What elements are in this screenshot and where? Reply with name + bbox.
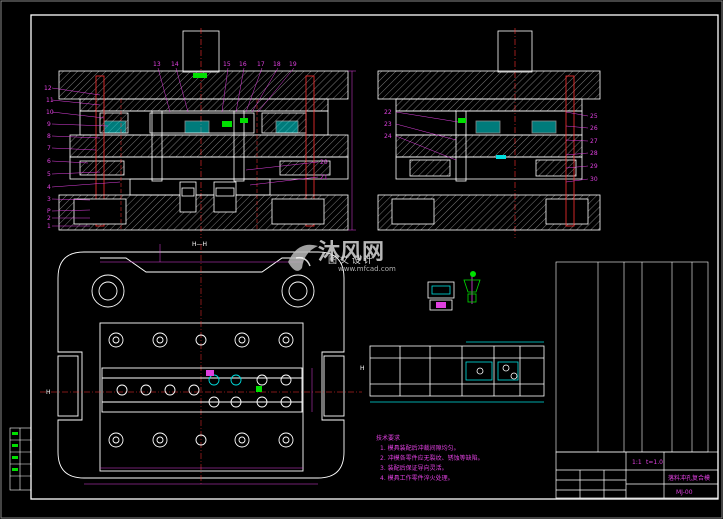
part-label-10: 10 xyxy=(46,109,54,116)
title-block-material: t=1.0 xyxy=(646,459,663,466)
title-block-drawing-name: 落料冲孔复合模 xyxy=(668,474,710,482)
part-label-15: 15 xyxy=(223,61,231,68)
part-label-25: 25 xyxy=(590,113,598,120)
technical-notes: 技术要求 1. 模具装配后冲裁间隙均匀。 2. 冲模各零件应无裂纹、锈蚀等缺陷。… xyxy=(376,434,484,482)
part-label-7: 7 xyxy=(47,145,51,152)
side-view-labels: 22 23 24 25 26 27 28 29 30 xyxy=(384,109,598,183)
part-label-17: 17 xyxy=(257,61,265,68)
part-label-21: 21 xyxy=(320,174,328,181)
part-label-30: 30 xyxy=(590,176,598,183)
drawing-frame xyxy=(30,14,719,500)
notes-item-2: 2. 冲模各零件应无裂纹、锈蚀等缺陷。 xyxy=(380,454,484,462)
part-label-1: 1 xyxy=(47,223,51,230)
part-label-28: 28 xyxy=(590,150,598,157)
title-block-scale: 1:1 xyxy=(632,459,642,466)
side-section-view xyxy=(377,28,601,238)
part-label-6: 6 xyxy=(47,158,51,165)
watermark: 沐风网 图 文 设 计 www.mfcad.com xyxy=(288,240,396,273)
part-label-12: 12 xyxy=(44,85,52,92)
title-block xyxy=(555,451,719,499)
notes-item-3: 3. 装配后保证导向灵活。 xyxy=(380,464,448,472)
part-label-20: 20 xyxy=(320,159,328,166)
part-label-13: 13 xyxy=(153,61,161,68)
part-label-29: 29 xyxy=(590,163,598,170)
part-label-14: 14 xyxy=(171,61,179,68)
part-detail-view xyxy=(427,271,481,311)
part-label-p: P xyxy=(47,208,51,215)
front-view-left-labels: 12 11 10 9 8 7 6 5 4 3 P 2 1 xyxy=(44,85,54,230)
part-label-8: 8 xyxy=(47,133,51,140)
parts-list-table xyxy=(555,261,709,453)
title-block-code: MJ-00 xyxy=(676,489,693,496)
notes-title: 技术要求 xyxy=(376,434,400,442)
part-label-3: 3 xyxy=(47,196,51,203)
part-label-24: 24 xyxy=(384,133,392,140)
part-label-22: 22 xyxy=(384,109,392,116)
strip-layout xyxy=(369,341,545,403)
part-label-19: 19 xyxy=(289,61,297,68)
part-label-23: 23 xyxy=(384,121,392,128)
front-section-view xyxy=(51,28,356,238)
mfcad-logo-icon xyxy=(288,244,318,271)
plan-axis-label-right: H xyxy=(360,365,365,372)
notes-item-4: 4. 模具工作零件淬火处理。 xyxy=(380,474,454,482)
part-label-27: 27 xyxy=(590,138,598,145)
notes-item-1: 1. 模具装配后冲裁间隙均匀。 xyxy=(380,444,460,452)
part-label-18: 18 xyxy=(273,61,281,68)
watermark-brand: 沐风网 xyxy=(318,240,384,265)
part-label-4: 4 xyxy=(47,184,51,191)
part-label-16: 16 xyxy=(239,61,247,68)
plan-axis-label-left: H xyxy=(46,389,51,396)
front-view-right-labels: 20 21 xyxy=(320,159,328,181)
front-view-top-labels: 13 14 15 16 17 18 19 xyxy=(153,61,297,68)
part-label-11: 11 xyxy=(46,97,54,104)
part-label-5: 5 xyxy=(47,171,51,178)
watermark-url: www.mfcad.com xyxy=(338,265,396,273)
lower-die-plan-view xyxy=(40,244,362,485)
title-block-text: 1:1 t=1.0 落料冲孔复合模 MJ-00 xyxy=(632,459,710,496)
part-label-26: 26 xyxy=(590,125,598,132)
margin-table xyxy=(9,427,32,491)
part-label-9: 9 xyxy=(47,121,51,128)
watermark-subtitle: 图 文 设 计 xyxy=(328,254,373,266)
part-label-2: 2 xyxy=(47,215,51,222)
section-label: H—H xyxy=(192,241,207,248)
